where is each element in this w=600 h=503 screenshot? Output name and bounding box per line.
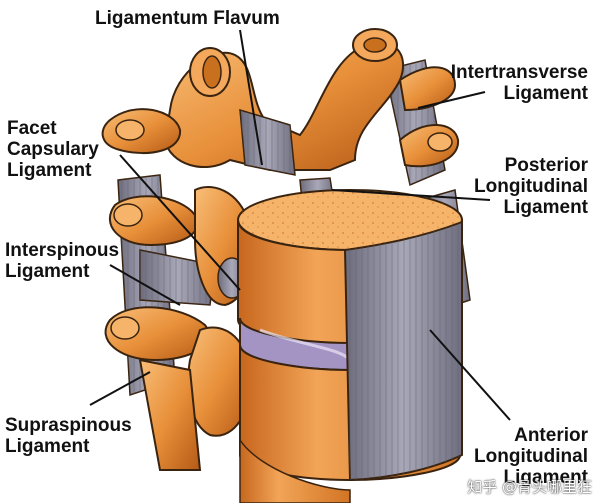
label-posterior-longitudinal-ligament: Posterior Longitudinal Ligament [474,155,588,218]
leader-facet-capsulary [119,154,241,291]
leader-supraspinous [89,371,151,406]
ligamentum-flavum-shape [239,108,296,176]
label-anterior-longitudinal-ligament: Anterior Longitudinal Ligament [474,425,588,488]
leader-intertransverse [417,91,486,109]
watermark: 知乎 @骨头哪里狂 [467,478,592,496]
label-facet-capsulary-ligament: Facet Capsulary Ligament [7,118,99,181]
label-intertransverse-ligament: Intertransverse Ligament [450,62,588,104]
leader-posterior-longitudinal [331,189,491,201]
leader-ligamentum-flavum [239,29,263,166]
label-ligamentum-flavum: Ligamentum Flavum [95,8,280,29]
leader-anterior-longitudinal [429,329,511,421]
leader-interspinous [109,264,181,306]
leader-lines [89,29,511,421]
label-interspinous-ligament: Interspinous Ligament [5,240,120,282]
lower-vertebra-arch [104,306,252,471]
label-supraspinous-ligament: Supraspinous Ligament [5,415,132,457]
anterior-longitudinal-ligament-shape [343,220,463,482]
middle-vertebra-arch [109,124,460,307]
upper-vertebra-arch [101,28,457,171]
